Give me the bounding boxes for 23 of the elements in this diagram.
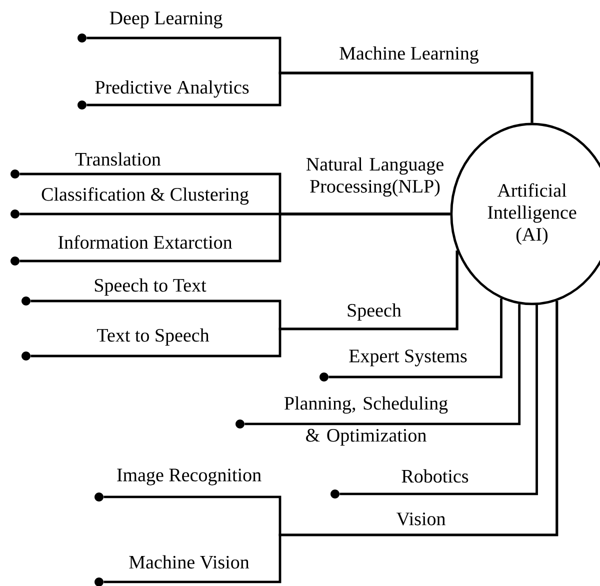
topic-label: Planning, Scheduling & Optimization xyxy=(284,396,448,446)
topic-label: Machine Vision xyxy=(129,555,250,569)
edge-label: Machine Learning xyxy=(340,46,479,64)
connector-line xyxy=(340,305,538,496)
topic-label: Classification & Clustering xyxy=(42,187,249,205)
topic-label: Speech to Text xyxy=(94,278,206,296)
edge-label: Vision xyxy=(396,512,446,526)
topic-label: Deep Learning xyxy=(110,12,222,28)
topic-label: Image Recognition xyxy=(117,468,262,486)
topic-label: Predictive Analytics xyxy=(95,80,249,98)
connector-line xyxy=(20,212,450,262)
edge-label: Speech xyxy=(348,303,402,321)
connector-line xyxy=(328,298,502,378)
topic-label: Translation xyxy=(75,152,161,166)
edge-label: Natural Language Processing(NLP) xyxy=(306,157,444,197)
connector-line xyxy=(244,304,521,426)
topic-label: Information Extarction xyxy=(58,235,232,249)
connector-line xyxy=(86,72,534,123)
topic-label: Text to Speech xyxy=(97,328,210,346)
connector-line xyxy=(30,250,458,358)
topic-label: Robotics xyxy=(402,469,468,483)
connector-line xyxy=(104,300,558,584)
topic-label: Expert Systems xyxy=(349,350,467,366)
